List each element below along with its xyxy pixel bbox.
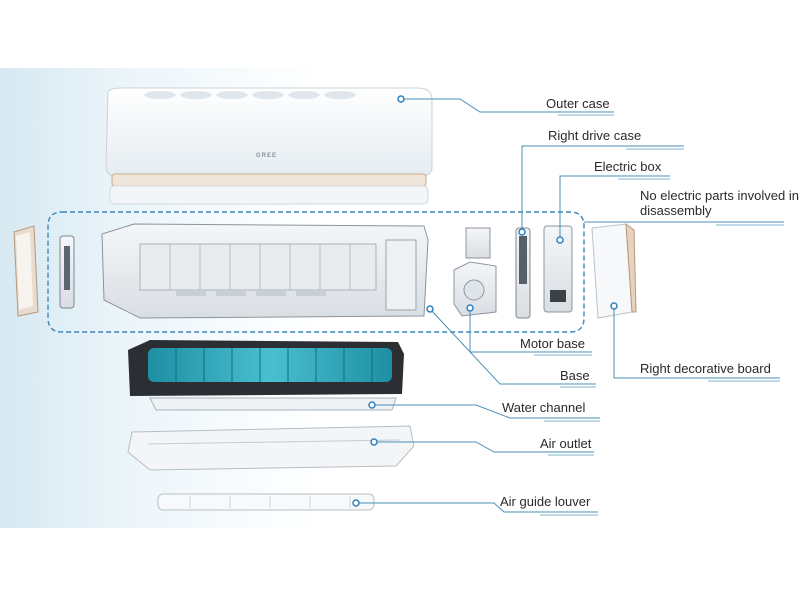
dashed-group-outline <box>47 211 585 333</box>
marker-outer-case <box>397 95 405 103</box>
left-drive-part <box>59 235 75 309</box>
label-underlines <box>534 114 784 516</box>
leader-air-guide-louver <box>356 502 598 513</box>
leader-base <box>429 308 596 385</box>
electric-box <box>543 225 573 313</box>
label-water-channel: Water channel <box>502 400 586 415</box>
main-chassis <box>101 223 429 319</box>
brand-logo: GREE <box>256 153 278 159</box>
leader-water-channel <box>372 404 600 419</box>
water-channel <box>149 397 397 411</box>
marker-right-decorative-board <box>610 302 618 310</box>
marker-air-outlet <box>370 438 378 446</box>
crossflow-fan-assembly <box>128 340 404 396</box>
leader-outer-case <box>401 98 614 113</box>
air-outlet <box>127 425 415 471</box>
air-guide-louver <box>157 493 375 511</box>
marker-electric-box <box>556 236 564 244</box>
marker-right-drive-case <box>518 228 526 236</box>
marker-base <box>426 305 434 313</box>
right-drive-case <box>515 227 531 319</box>
outer-case <box>105 87 433 205</box>
left-side-panel <box>13 225 39 317</box>
label-motor-base: Motor base <box>520 336 586 351</box>
leader-air-outlet <box>374 441 594 453</box>
marker-dots <box>352 95 618 507</box>
label-right-decorative-board: Right decorative board <box>640 361 771 376</box>
marker-motor-base <box>466 304 474 312</box>
label-air-outlet: Air outlet <box>540 436 592 451</box>
label-outer-case: Outer case <box>546 96 610 111</box>
marker-water-channel <box>368 401 376 409</box>
leader-lines <box>356 98 784 513</box>
label-no-electric-parts: No electric parts involved in disassembl… <box>640 188 799 218</box>
marker-air-guide-louver <box>352 499 360 507</box>
label-right-drive-case: Right drive case <box>548 128 642 143</box>
leader-right-drive-case <box>521 145 684 230</box>
label-base: Base <box>560 368 590 383</box>
leader-electric-box <box>559 175 670 240</box>
label-electric-box: Electric box <box>594 159 662 174</box>
leader-right-decorative-board <box>613 306 780 379</box>
motor-base <box>453 227 497 317</box>
label-air-guide-louver: Air guide louver <box>500 494 591 509</box>
right-decorative-board <box>591 222 637 319</box>
